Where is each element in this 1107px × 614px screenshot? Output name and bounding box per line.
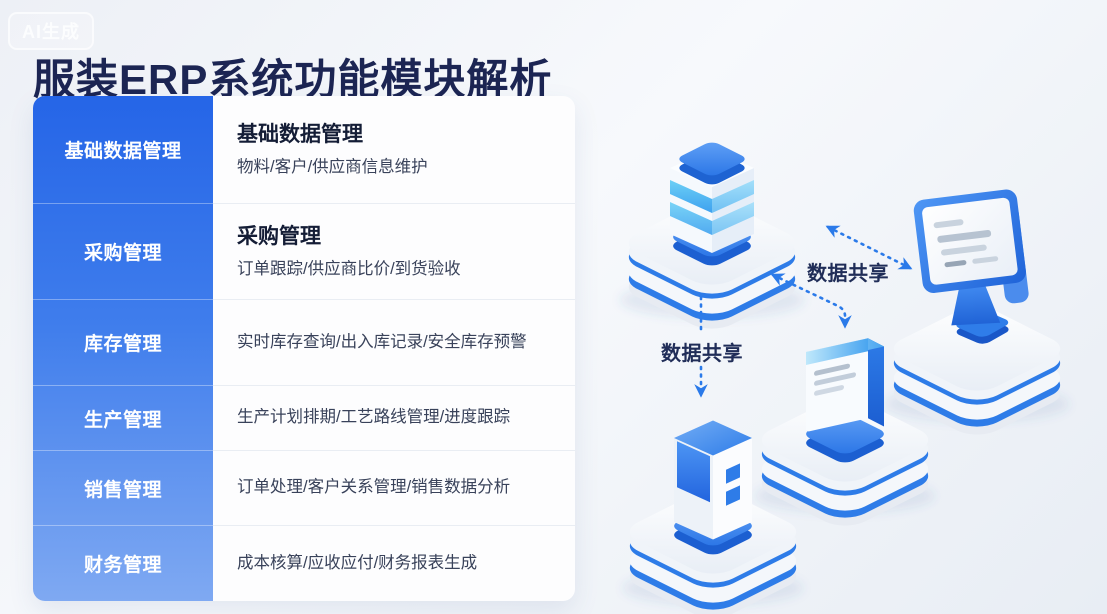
kiosk-terminal-icon xyxy=(618,420,808,614)
module-name-cell: 库存管理 xyxy=(33,299,213,385)
data-share-label: 数据共享 xyxy=(661,343,743,365)
module-rows: 基础数据管理 基础数据管理 物料/客户/供应商信息维护 采购管理 采购管理 订单… xyxy=(33,96,575,601)
data-share-label: 数据共享 xyxy=(807,263,889,285)
module-heading: 基础数据管理 xyxy=(237,123,363,147)
module-detail-cell: 实时库存查询/出入库记录/安全库存预警 xyxy=(213,299,575,385)
ai-generated-badge: AI生成 xyxy=(8,12,94,50)
module-heading: 采购管理 xyxy=(237,225,321,249)
module-detail-cell: 采购管理 订单跟踪/供应商比价/到货验收 xyxy=(213,203,575,299)
module-detail-cell: 订单处理/客户关系管理/销售数据分析 xyxy=(213,450,575,525)
module-name-cell: 基础数据管理 xyxy=(64,141,182,162)
table-row: 库存管理 实时库存查询/出入库记录/安全库存预警 xyxy=(33,299,575,385)
document-icon xyxy=(750,338,940,532)
module-description: 成本核算/应收应付/财务报表生成 xyxy=(237,553,478,572)
module-description: 生产计划排期/工艺路线管理/进度跟踪 xyxy=(237,408,511,427)
module-name-cell: 财务管理 xyxy=(33,525,213,601)
module-description: 订单处理/客户关系管理/销售数据分析 xyxy=(237,478,511,497)
share-arrow-stack-document xyxy=(770,273,852,329)
module-detail-cell: 生产计划排期/工艺路线管理/进度跟踪 xyxy=(213,385,575,450)
table-row: 采购管理 采购管理 订单跟踪/供应商比价/到货验收 xyxy=(33,203,575,299)
module-detail-cell: 基础数据管理 物料/客户/供应商信息维护 xyxy=(213,96,575,203)
table-row: 基础数据管理 基础数据管理 物料/客户/供应商信息维护 xyxy=(33,96,575,203)
module-detail-cell: 成本核算/应收应付/财务报表生成 xyxy=(213,525,575,601)
module-description: 订单跟踪/供应商比价/到货验收 xyxy=(237,260,461,279)
table-row: 生产管理 生产计划排期/工艺路线管理/进度跟踪 xyxy=(33,385,575,450)
module-description: 物料/客户/供应商信息维护 xyxy=(237,158,428,177)
module-name-cell: 生产管理 xyxy=(33,385,213,450)
module-sidebar-gradient xyxy=(33,96,213,601)
database-stack-icon xyxy=(617,142,807,335)
page-title: 服装ERP系统功能模块解析 xyxy=(33,56,553,104)
module-table: 基础数据管理 基础数据管理 物料/客户/供应商信息维护 采购管理 采购管理 订单… xyxy=(33,96,575,601)
share-arrow-stack-monitor xyxy=(825,225,913,270)
table-row: 财务管理 成本核算/应收应付/财务报表生成 xyxy=(33,525,575,601)
table-row: 销售管理 订单处理/客户关系管理/销售数据分析 xyxy=(33,450,575,525)
module-name-cell: 销售管理 xyxy=(33,450,213,525)
monitor-icon xyxy=(882,189,1072,441)
module-description: 实时库存查询/出入库记录/安全库存预警 xyxy=(237,332,527,351)
module-name-cell: 采购管理 xyxy=(33,203,213,299)
isometric-illustration xyxy=(617,142,1072,614)
